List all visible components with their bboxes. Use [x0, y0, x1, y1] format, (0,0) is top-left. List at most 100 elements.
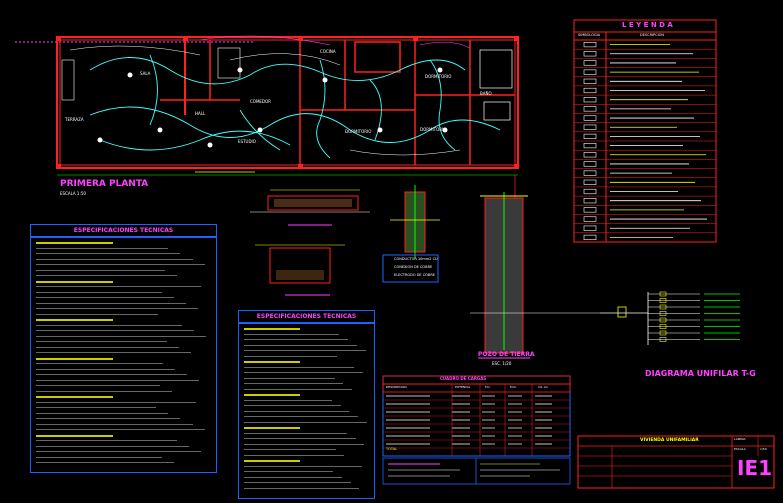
spec-text-line [36, 401, 196, 403]
unifilar-branch-breaker [659, 337, 667, 342]
unifilar-branch-breaker [659, 291, 667, 297]
unifilar-branch-breaker [659, 311, 667, 316]
spec-text-line [36, 346, 179, 348]
unifilar-branch-breaker [659, 317, 667, 323]
spec-text-line [36, 429, 205, 430]
plan-room-label: TERRAZA [65, 117, 84, 122]
plan-room-label: BAÑO [480, 91, 492, 96]
pozo-title: POZO DE TIERRA [478, 351, 535, 358]
spec-text-line [244, 416, 359, 417]
spec-heading-line [36, 396, 114, 398]
spec-text-line [36, 330, 195, 331]
detail-fill [276, 270, 324, 280]
plan-title: PRIMERA PLANTA [60, 179, 149, 189]
spec-text-line [244, 388, 352, 390]
load-table-header: DESCRIPCION [386, 385, 407, 389]
spec-text-line [36, 308, 198, 309]
circuit-wiring-secondary [69, 45, 461, 156]
spec-text-line [36, 247, 169, 249]
spec-text-line [244, 339, 349, 340]
legend-symbol [583, 87, 597, 94]
legend-symbol [583, 179, 597, 185]
legend-col-desc: DESCRIPCION [640, 33, 664, 37]
spec-text-line [244, 355, 337, 357]
spec-mid-box [238, 322, 375, 499]
spec-text-line [36, 440, 178, 441]
spec-text-line [244, 377, 335, 379]
plan-room-label: COMEDOR [250, 99, 271, 104]
plan-inner-wall [59, 39, 516, 166]
legend-symbol [583, 198, 597, 204]
legend-symbol [583, 133, 597, 140]
plan-room-label: ESTUDIO [238, 139, 256, 144]
spec-heading-line [36, 434, 114, 437]
magenta-wiring [199, 35, 471, 49]
stair-block [61, 59, 75, 101]
spec-text-line [244, 366, 355, 368]
spec-heading-line [244, 328, 300, 330]
spec-text-line [36, 456, 162, 458]
spec-text-line [36, 291, 162, 293]
spec-text-line [36, 423, 193, 425]
spec-heading-line [36, 242, 114, 244]
spec-text-line [244, 482, 351, 483]
legend-symbol [583, 207, 597, 213]
legend-symbol [583, 234, 597, 241]
spec-heading-line [244, 427, 300, 429]
plan-room-label: DORMITORIO [420, 127, 447, 132]
spec-text-line [244, 350, 366, 351]
legend-symbol [583, 161, 597, 167]
plan-room-label: SALA [140, 71, 151, 76]
electrode-legend-item: ELECTRODO DE COBRE [394, 273, 435, 277]
legend-symbol [583, 69, 597, 75]
spec-heading-line [36, 319, 114, 321]
spec-text-line [36, 264, 205, 265]
spec-text-line [244, 443, 365, 445]
spec-text-line [36, 379, 200, 381]
unifilar-branch-breaker [659, 304, 667, 310]
unifilar-branch-breaker [659, 298, 667, 303]
spec-text-line [36, 418, 181, 419]
spec-text-line [244, 421, 367, 423]
spec-text-line [244, 471, 334, 472]
plan-room-label: HALL [195, 111, 206, 116]
load-table-total: TOTAL [386, 447, 398, 451]
load-table-header-row [382, 383, 571, 393]
spec-text-line [244, 432, 347, 434]
detail-channel [267, 195, 359, 211]
spec-text-line [36, 390, 172, 392]
spec-heading-line [36, 280, 114, 283]
electrode-legend-item: CONDUCTOR 10mm2 CU [394, 257, 438, 261]
unifilar-main-breaker [617, 306, 627, 318]
spec-text-line [36, 313, 159, 315]
title-block-label-lamina: LAMINA [734, 437, 746, 441]
legend-col-symbol: SIMBOLOGIA [578, 33, 601, 37]
plan-room-label: COCINA [320, 49, 336, 54]
plan-room-label: DORMITORIO [345, 129, 372, 134]
spec-left-header: ESPECIFICACIONES TECNICAS [30, 224, 217, 238]
title-block-sheet-number: IE1 [737, 456, 773, 480]
spec-text-line [244, 344, 357, 346]
circuit-wiring [89, 54, 501, 159]
detail-fill [274, 199, 352, 207]
load-table-header: F.D. [485, 385, 491, 389]
spec-text-line [244, 333, 340, 335]
unifilar-branch-breaker [659, 330, 667, 336]
spec-text-line [36, 335, 207, 337]
bathroom-fixture [479, 49, 513, 89]
kitchen-block [354, 41, 401, 73]
plan-room-label: DORMITORIO [425, 74, 452, 79]
legend-symbol [583, 51, 597, 57]
title-block-label-escala: ESCALA [734, 447, 746, 451]
spec-text-line [244, 372, 364, 373]
bathroom-fixture [483, 101, 511, 121]
legend-symbol [583, 97, 597, 103]
spec-text-line [36, 297, 174, 298]
spec-text-line [36, 363, 164, 364]
spec-text-line [36, 374, 188, 375]
spec-text-line [244, 383, 344, 384]
